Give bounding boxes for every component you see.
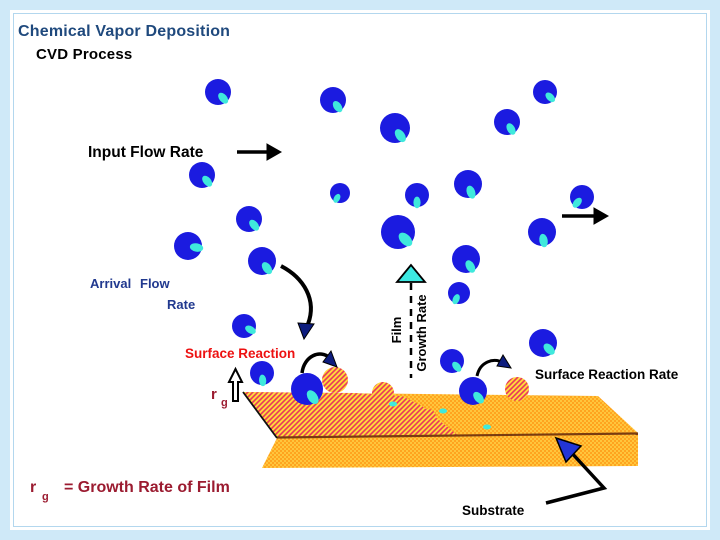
gas-molecule	[320, 87, 346, 113]
gas-molecule	[232, 314, 256, 338]
gas-molecule	[452, 245, 480, 273]
growth-rate-up-arrow-icon	[227, 366, 244, 402]
gas-molecule	[448, 282, 470, 305]
gas-molecule	[440, 349, 464, 373]
surface-reaction-rate-arrowhead-icon	[496, 354, 512, 369]
surface-reaction-rate-label: Surface Reaction Rate	[535, 367, 679, 382]
gas-molecule	[380, 113, 410, 143]
substrate-left-edge	[242, 391, 278, 439]
gas-molecule	[405, 183, 429, 209]
page-title: Chemical Vapor Deposition	[18, 23, 231, 40]
substrate-front-face	[262, 433, 638, 468]
surface-reaction-rate-arrow	[475, 354, 512, 377]
arrival-flow-arrow	[280, 264, 315, 341]
substrate-pointer-arrow	[545, 436, 608, 505]
input-flow-label: Input Flow Rate	[88, 144, 204, 161]
deposited-island	[372, 382, 394, 404]
film-speck	[439, 408, 447, 414]
gas-molecule	[570, 185, 594, 209]
gas-molecule	[533, 80, 557, 104]
film-speck	[389, 401, 397, 407]
output-flow-arrow	[562, 207, 610, 225]
formula-subscript: g	[42, 491, 49, 503]
substrate-slab	[242, 391, 639, 468]
surface-reaction-arrowhead-icon	[322, 349, 338, 368]
surface-reaction-label: Surface Reaction	[185, 346, 295, 361]
film-growth-indicator	[395, 263, 427, 378]
substrate-edge-line	[276, 432, 639, 439]
gas-molecule	[205, 79, 231, 105]
deposited-island	[420, 409, 436, 425]
growth-rate-vertical-label: Growth Rate	[414, 294, 429, 371]
gas-molecule	[459, 377, 487, 405]
arrival-flow-label-word2: Flow	[140, 276, 170, 291]
deposited-film-islands	[322, 367, 529, 425]
deposited-island	[322, 367, 348, 393]
input-arrowhead-icon	[266, 143, 283, 161]
arrival-flow-label-word1: Arrival	[90, 276, 131, 291]
gas-molecule	[291, 373, 323, 405]
surface-reaction-arrow	[300, 349, 338, 374]
input-flow-arrow	[237, 143, 283, 161]
gas-molecule	[528, 218, 556, 248]
gas-molecule	[174, 232, 204, 260]
gas-molecule	[248, 247, 276, 275]
film-cyan-specks	[389, 401, 491, 430]
film-growth-arrowhead-icon	[395, 263, 427, 283]
film-layer	[243, 392, 459, 438]
arrival-flow-rate-label: Rate	[167, 297, 195, 312]
gas-molecule	[250, 361, 274, 387]
substrate-arrowhead-icon	[554, 436, 583, 464]
formula-text: = Growth Rate of Film	[64, 479, 230, 496]
page-subtitle: CVD Process	[36, 46, 133, 63]
gas-molecules	[174, 79, 594, 405]
substrate-label: Substrate	[462, 503, 525, 518]
formula-symbol: r	[30, 479, 36, 496]
gas-molecule	[529, 329, 557, 357]
deposited-island	[505, 377, 529, 401]
rg-subscript: g	[221, 397, 228, 409]
gas-molecule	[236, 206, 262, 232]
output-arrowhead-icon	[593, 207, 610, 225]
rg-symbol: r	[211, 386, 217, 403]
gas-molecule	[330, 183, 350, 203]
gas-molecule	[189, 162, 215, 188]
gas-molecule	[381, 215, 415, 249]
gas-molecule	[494, 109, 520, 135]
gas-molecule	[454, 170, 482, 199]
arrival-arrowhead-icon	[297, 322, 315, 341]
film-speck	[483, 424, 491, 430]
film-vertical-label: Film	[389, 317, 404, 344]
